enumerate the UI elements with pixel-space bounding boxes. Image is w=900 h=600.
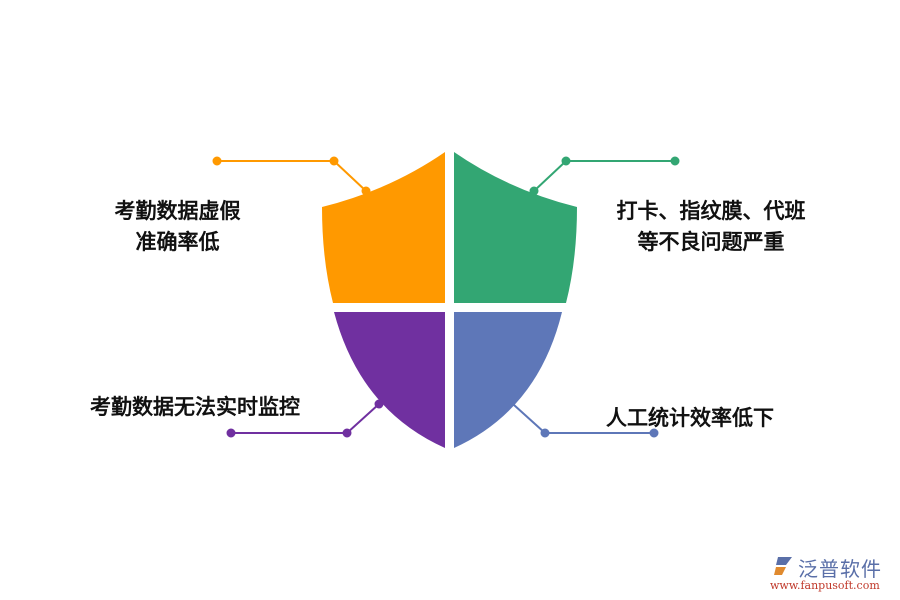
connector-top-right [529, 156, 680, 196]
label-line: 考勤数据虚假 [114, 199, 241, 223]
label-line: 人工统计效率低下 [606, 406, 774, 430]
watermark-logo: 泛普软件 www.fanpusoft.com [770, 553, 895, 595]
label-top-right: 打卡、指纹膜、代班 等不良问题严重 [596, 196, 826, 258]
shield-quadrant-top-right [454, 152, 577, 303]
watermark-brand: 泛普软件 [798, 557, 882, 581]
label-line: 打卡、指纹膜、代班 [616, 199, 806, 223]
label-bottom-right: 人工统计效率低下 [590, 403, 790, 434]
connector-top-left [212, 156, 371, 196]
label-bottom-left: 考勤数据无法实时监控 [70, 392, 320, 423]
connector-bottom-left [226, 399, 384, 438]
shield-quadrant-bottom-left [334, 312, 445, 448]
brand-logo-icon [774, 557, 792, 575]
connector-bottom-right [513, 404, 659, 438]
label-line: 考勤数据无法实时监控 [90, 395, 300, 419]
label-line: 准确率低 [135, 230, 220, 254]
shield-quadrant-top-left [322, 152, 445, 303]
label-line: 等不良问题严重 [637, 230, 785, 254]
watermark-url: www.fanpusoft.com [770, 579, 880, 592]
shield-quadrant-bottom-right [454, 312, 562, 448]
label-top-left: 考勤数据虚假 准确率低 [95, 196, 260, 258]
